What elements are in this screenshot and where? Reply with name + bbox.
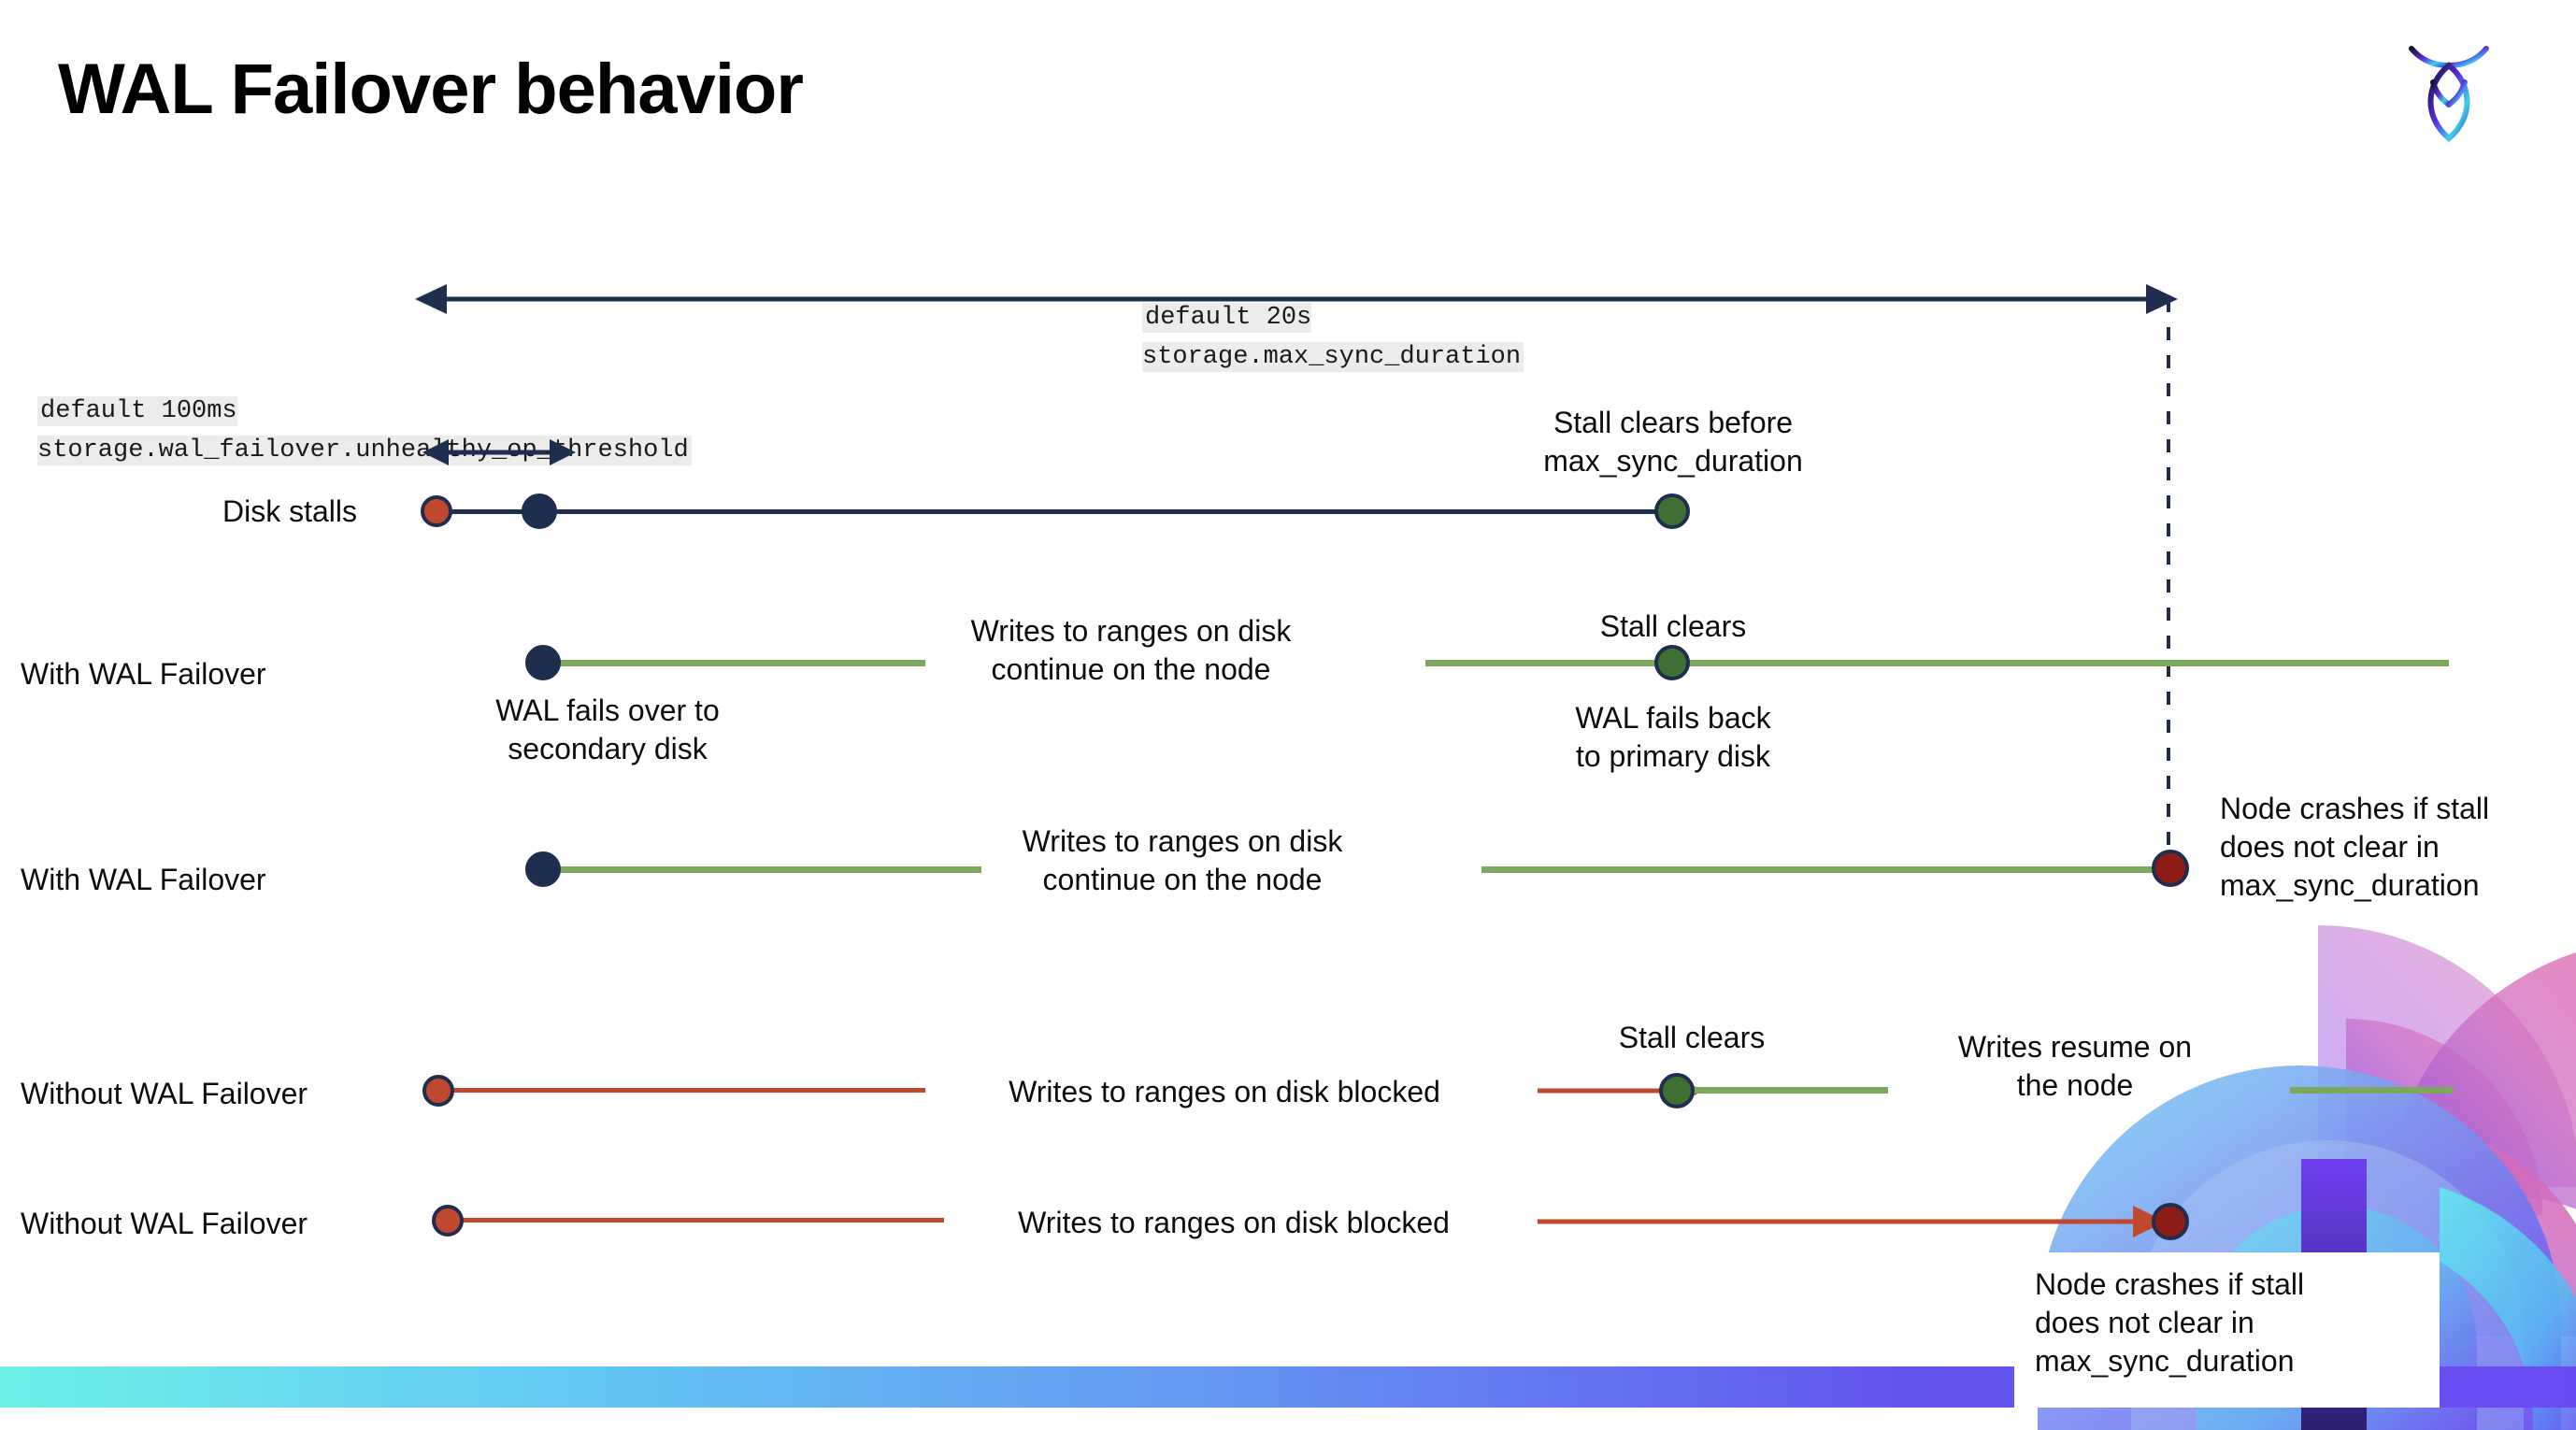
unhealthy-op-threshold-text: default 100ms storage.wal_failover.unhea… [37,395,692,465]
page-title: WAL Failover behavior [58,50,804,129]
note-stall-clears-2: Stall clears [1618,1021,1766,1054]
wal-failover-1-failover-dot [525,645,561,680]
without-failover-2-start-dot [432,1205,464,1237]
disk-stalls-failover-dot [522,493,557,529]
without-failover-2-red-segment-a [458,1218,944,1223]
note-wal-fails-over-to-secondary-disk: WAL fails over to secondary disk [495,694,720,765]
wal-failover-2-failover-dot [525,851,561,887]
wal-failover-1-green-segment-a [551,660,925,666]
note-writes-continue-on-node-1: Writes to ranges on disk continue on the… [970,614,1292,686]
disk-stalls-track-navy-2 [523,509,1673,514]
row-label-disk-stalls: Disk stalls [222,494,358,528]
crash-callout-box: Node crashes if stall does not clear in … [2014,1252,2440,1408]
without-failover-2-red-arrow [1538,1206,2166,1237]
note-writes-blocked-1: Writes to ranges on disk blocked [1009,1075,1440,1108]
without-failover-2-crash-dot [2152,1203,2189,1240]
disk-stalls-start-dot [421,495,452,527]
note-stall-clears-1: Stall clears [1599,609,1747,643]
wal-failover-2-green-segment-a [551,866,981,873]
note-node-crashes-2: Node crashes if stall does not clear in … [2035,1267,2305,1378]
without-failover-1-green-segment-b [2290,1087,2454,1094]
row-label-without-wal-failover-2: Without WAL Failover [21,1207,308,1240]
row-label-with-wal-failover-2: With WAL Failover [21,863,266,896]
row-label-with-wal-failover-1: With WAL Failover [21,657,266,691]
without-failover-1-start-dot [422,1075,454,1107]
cockroach-labs-logo-icon [2388,28,2510,150]
wal-failover-1-stall-clears-dot [1654,645,1690,680]
without-failover-1-stall-clears-dot [1659,1073,1695,1108]
max-sync-duration-label: default 20s storage.max_sync_duration [1142,260,1524,378]
note-stall-clears-before-max-sync: Stall clears before max_sync_duration [1543,406,1803,478]
max-sync-duration-text: default 20s storage.max_sync_duration [1142,302,1524,372]
without-failover-1-green-segment-a [1692,1087,1888,1094]
note-writes-continue-on-node-2: Writes to ranges on disk continue on the… [1022,824,1343,896]
unhealthy-op-threshold-span-arrow [422,439,576,465]
row-label-without-wal-failover-1: Without WAL Failover [21,1077,308,1110]
note-writes-blocked-2: Writes to ranges on disk blocked [1018,1206,1450,1239]
disk-stalls-clear-dot [1654,493,1690,529]
without-failover-1-red-segment-a [449,1088,925,1093]
note-writes-resume-on-node: Writes resume on the node [1957,1030,2193,1102]
note-wal-fails-back-to-primary-disk: WAL fails back to primary disk [1575,701,1771,773]
max-sync-duration-dashed-guide [2167,299,2170,874]
note-node-crashes-1: Node crashes if stall does not clear in … [2220,792,2490,902]
wal-failover-2-green-segment-b [1481,866,2178,873]
max-sync-duration-span-arrow [415,284,2178,314]
unhealthy-op-threshold-label: default 100ms storage.wal_failover.unhea… [37,353,692,471]
wal-failover-2-crash-dot [2152,850,2189,887]
wal-failover-1-green-segment-b [1425,660,2449,666]
